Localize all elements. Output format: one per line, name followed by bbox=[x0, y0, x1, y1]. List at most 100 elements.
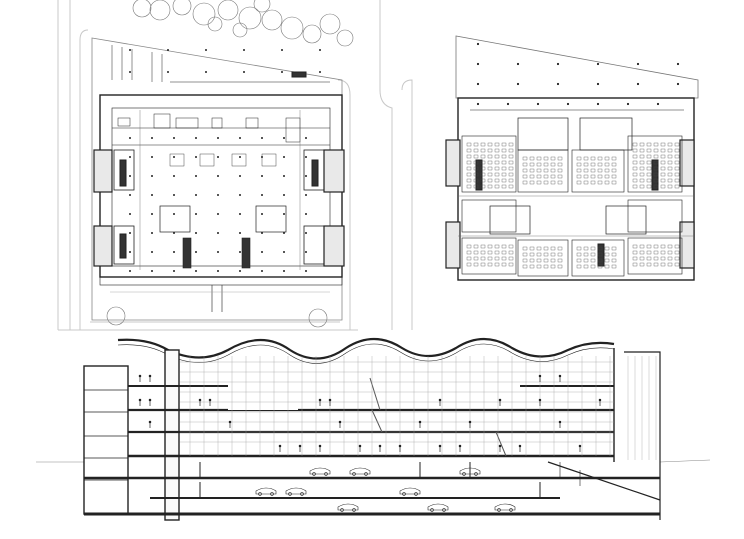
column-dot bbox=[283, 213, 285, 215]
section-parked-cars bbox=[255, 467, 516, 512]
desk bbox=[508, 262, 514, 267]
car-wheel bbox=[402, 492, 406, 496]
desk bbox=[508, 166, 514, 171]
desk bbox=[611, 180, 617, 185]
desk bbox=[480, 244, 486, 249]
desk bbox=[473, 250, 479, 255]
desk bbox=[466, 256, 472, 261]
desk bbox=[646, 178, 652, 183]
person-head bbox=[458, 444, 462, 448]
desk bbox=[667, 154, 673, 159]
desk bbox=[494, 184, 500, 189]
desk bbox=[466, 250, 472, 255]
person-head bbox=[558, 374, 562, 378]
car-wheel bbox=[300, 492, 304, 496]
column-dot bbox=[239, 270, 241, 272]
column-dot bbox=[217, 175, 219, 177]
desk bbox=[667, 172, 673, 177]
column-dot bbox=[506, 102, 510, 106]
desk bbox=[667, 244, 673, 249]
desk bbox=[576, 162, 582, 167]
desk bbox=[597, 264, 603, 269]
desk bbox=[557, 252, 563, 257]
column-dot bbox=[217, 194, 219, 196]
desk bbox=[466, 154, 472, 159]
desk bbox=[487, 166, 493, 171]
column-dot bbox=[151, 156, 153, 158]
desk bbox=[473, 244, 479, 249]
column-dot bbox=[195, 251, 197, 253]
upper-floor-furniture bbox=[466, 142, 680, 269]
person-head bbox=[148, 374, 152, 378]
desk bbox=[501, 154, 507, 159]
column-dot bbox=[129, 137, 131, 139]
desk bbox=[536, 156, 542, 161]
desk bbox=[576, 156, 582, 161]
car bbox=[494, 503, 516, 511]
desk bbox=[529, 246, 535, 251]
column-dot bbox=[596, 102, 600, 106]
desk bbox=[487, 154, 493, 159]
desk bbox=[632, 184, 638, 189]
column-dot bbox=[129, 175, 131, 177]
desk bbox=[632, 262, 638, 267]
desk bbox=[557, 168, 563, 173]
desk bbox=[653, 148, 659, 153]
column-dot bbox=[476, 42, 480, 46]
column-dot bbox=[151, 251, 153, 253]
desk bbox=[466, 160, 472, 165]
desk bbox=[674, 142, 680, 147]
column-dot bbox=[476, 102, 480, 106]
desk bbox=[501, 256, 507, 261]
desk bbox=[487, 256, 493, 261]
desk bbox=[674, 250, 680, 255]
desk bbox=[611, 264, 617, 269]
column-dot bbox=[195, 270, 197, 272]
car-wheel bbox=[270, 492, 274, 496]
desk bbox=[473, 178, 479, 183]
desk bbox=[674, 184, 680, 189]
desk bbox=[501, 172, 507, 177]
desk bbox=[508, 148, 514, 153]
desk bbox=[487, 244, 493, 249]
desk bbox=[632, 142, 638, 147]
column-dot bbox=[195, 137, 197, 139]
desk bbox=[646, 172, 652, 177]
desk bbox=[494, 244, 500, 249]
desk bbox=[576, 168, 582, 173]
desk bbox=[529, 180, 535, 185]
desk bbox=[597, 174, 603, 179]
upper-floor-plan bbox=[445, 35, 699, 281]
desk bbox=[550, 258, 556, 263]
desk bbox=[653, 178, 659, 183]
column-dot bbox=[217, 232, 219, 234]
desk bbox=[536, 252, 542, 257]
column-dot bbox=[239, 232, 241, 234]
car-wheel bbox=[509, 508, 513, 512]
column-dot bbox=[217, 137, 219, 139]
column-dot bbox=[596, 82, 600, 86]
desk bbox=[466, 142, 472, 147]
desk bbox=[667, 178, 673, 183]
column-dot bbox=[305, 194, 307, 196]
car-wheel bbox=[352, 508, 356, 512]
person-head bbox=[378, 444, 382, 448]
desk bbox=[632, 160, 638, 165]
car bbox=[337, 503, 359, 511]
car-wheel bbox=[352, 472, 356, 476]
desk bbox=[508, 160, 514, 165]
column-dot bbox=[217, 251, 219, 253]
desk bbox=[639, 160, 645, 165]
desk bbox=[543, 162, 549, 167]
desk bbox=[487, 178, 493, 183]
desk bbox=[674, 256, 680, 261]
column-dot bbox=[261, 137, 263, 139]
desk bbox=[674, 148, 680, 153]
column-dot bbox=[239, 137, 241, 139]
desk bbox=[557, 174, 563, 179]
column-dot bbox=[129, 71, 131, 73]
column-dot bbox=[261, 270, 263, 272]
desk bbox=[667, 142, 673, 147]
person-head bbox=[148, 398, 152, 402]
